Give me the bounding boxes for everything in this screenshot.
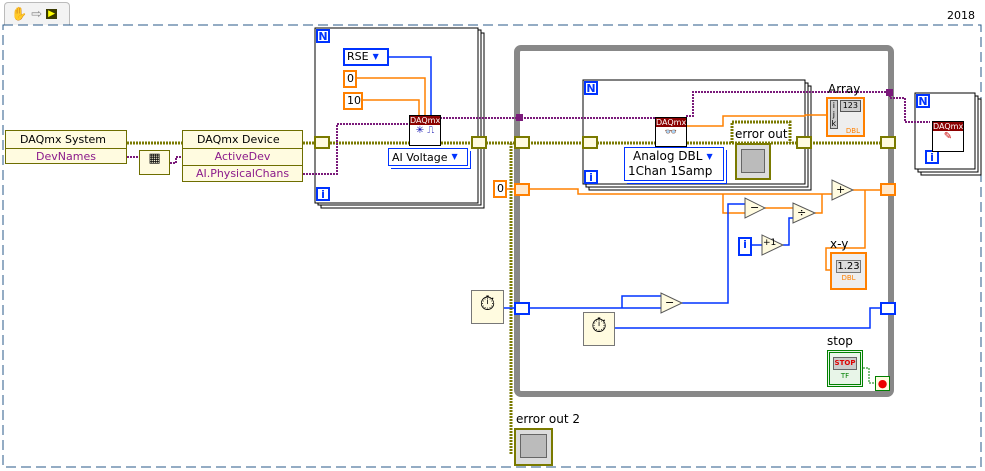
loop-iteration-terminal: i	[316, 187, 330, 201]
daqmx-clear-task-node[interactable]: DAQmx ✎	[932, 121, 964, 152]
vi-icon[interactable]: ▶	[46, 9, 58, 19]
daqmx-header: DAQmx	[656, 118, 687, 127]
x-y-indicator[interactable]: 1.23 DBL	[830, 252, 867, 290]
read-type-line-2: 1Chan 1Samp	[628, 164, 713, 178]
terminal-config-value: RSE	[347, 50, 369, 63]
toolbar: ✋ ⇨ ▶	[4, 2, 70, 25]
clear-loop-iteration-terminal: i	[925, 150, 939, 164]
channel-type-ring[interactable]: AI Voltage▼	[388, 148, 468, 166]
dbl-tag: DBL	[841, 274, 856, 282]
error-out-label: error out	[735, 127, 788, 141]
subtract-time-symbol: −	[665, 296, 675, 309]
property-ai-physicalchans[interactable]: AI.PhysicalChans	[183, 165, 302, 182]
hand-icon[interactable]: ✋	[11, 6, 28, 22]
array-indicator[interactable]: i j k 123 DBL	[826, 97, 865, 137]
read-type-ring[interactable]: Analog DBL▼ 1Chan 1Samp	[624, 147, 724, 181]
while-loop	[514, 45, 894, 397]
while-iteration-terminal: i	[738, 237, 752, 256]
max-value-constant[interactable]: 10	[343, 92, 363, 110]
error-out-2-indicator[interactable]	[514, 428, 553, 466]
numeric-display: 1.23	[836, 260, 861, 273]
stop-label: stop	[827, 334, 853, 348]
array-label: Array	[828, 82, 861, 96]
inner-loop-count-terminal[interactable]: N	[584, 81, 598, 95]
dbl-tag: DBL	[845, 127, 860, 135]
node-title: DAQmx Device	[183, 131, 302, 149]
subtract-time-node	[660, 292, 684, 314]
eraser-icon: ✎	[943, 131, 953, 142]
daqmx-header: DAQmx	[933, 122, 964, 131]
dropdown-arrow-icon: ▼	[372, 52, 379, 61]
daqmx-system-property-node[interactable]: DAQmx System DevNames	[5, 130, 127, 164]
create-channel-icon: ✳ ⎍	[415, 125, 435, 136]
error-cluster-icon	[741, 149, 765, 173]
read-type-line-1: Analog DBL	[633, 149, 703, 163]
inner-loop-iteration-terminal: i	[584, 170, 598, 184]
loop-count-terminal[interactable]: N	[316, 29, 330, 43]
tick-count-outside-icon[interactable]: ⏱	[471, 290, 504, 324]
arrow-icon[interactable]: ⇨	[31, 6, 43, 22]
subtract-symbol: −	[750, 201, 760, 214]
read-glasses-icon: 👓	[664, 127, 678, 138]
add-node	[831, 179, 855, 201]
daqmx-header: DAQmx	[410, 116, 441, 125]
stop-text: STOP	[833, 357, 857, 370]
error-cluster-icon	[520, 434, 547, 458]
daqmx-read-node[interactable]: DAQmx 👓	[655, 117, 687, 147]
stop-button-terminal[interactable]: STOP TF	[827, 350, 863, 387]
error-out-indicator[interactable]	[735, 143, 771, 180]
min-value-constant[interactable]: 0	[343, 70, 357, 88]
terminal-config-constant[interactable]: RSE▼	[343, 48, 389, 66]
primitives	[660, 179, 855, 314]
int-wires	[388, 56, 882, 329]
shift-register-init-constant[interactable]: 0	[493, 180, 507, 198]
add-symbol: +	[836, 183, 846, 196]
error-out-2-label: error out 2	[516, 412, 580, 426]
daqmx-device-property-node[interactable]: DAQmx Device ActiveDev AI.PhysicalChans	[182, 130, 303, 182]
index-array-icon[interactable]: ▦	[139, 150, 170, 175]
version-label: 2018	[945, 9, 977, 22]
node-title: DAQmx System	[6, 131, 126, 149]
array-element: 123	[839, 100, 861, 112]
boolean-wire	[863, 367, 875, 384]
dropdown-arrow-icon: ▼	[706, 151, 713, 161]
tunnels	[314, 89, 896, 315]
dropdown-arrow-icon: ▼	[451, 152, 458, 161]
loop-condition-stop-icon[interactable]: ●	[875, 376, 890, 391]
tf-tag: TF	[840, 372, 850, 380]
array-index-display: i j k	[830, 100, 838, 129]
channel-type-value: AI Voltage	[392, 150, 448, 164]
divide-node	[792, 202, 817, 224]
x-y-label: x-y	[830, 237, 849, 251]
daqmx-create-channel-node[interactable]: DAQmx ✳ ⎍	[409, 115, 441, 146]
property-activedev[interactable]: ActiveDev	[214, 150, 271, 163]
divide-symbol: ÷	[797, 206, 807, 219]
diagram-border	[2, 24, 982, 468]
tick-count-inside-icon[interactable]: ⏱	[583, 312, 615, 346]
dbl-wires	[355, 77, 888, 271]
subtract-node	[744, 197, 767, 219]
increment-symbol: +1	[763, 238, 777, 248]
clear-loop-count-terminal[interactable]: N	[916, 94, 930, 108]
increment-node	[761, 234, 785, 256]
property-devnames[interactable]: DevNames	[36, 150, 96, 163]
